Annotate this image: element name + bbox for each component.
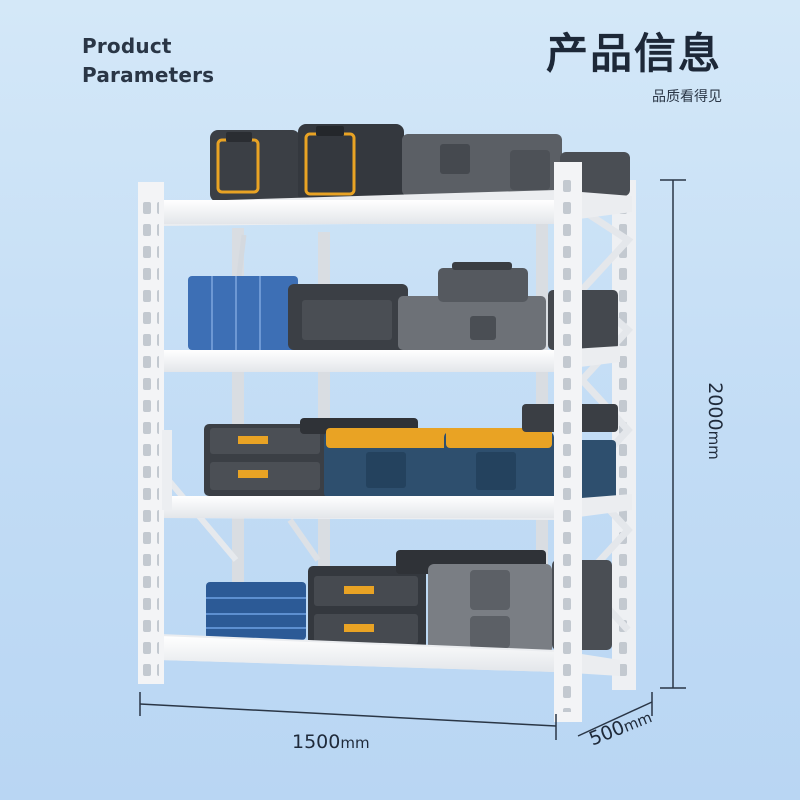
height-dimension-label: 2000mm	[704, 382, 726, 460]
tool-case-dark	[210, 130, 300, 202]
width-value: 1500	[292, 731, 341, 753]
chinese-title: 产品信息	[545, 29, 722, 78]
parts-organizer-blue	[188, 276, 298, 350]
dimension-lines	[139, 179, 686, 740]
english-title-line1: Product	[82, 34, 172, 58]
parts-organizer-blue	[206, 582, 306, 640]
height-unit: mm	[704, 430, 723, 460]
height-value: 2000	[703, 382, 726, 431]
width-unit: mm	[340, 734, 370, 752]
english-title: Product Parameters	[82, 32, 214, 90]
top-shelf-items	[210, 124, 630, 202]
tool-case-dark	[298, 124, 404, 202]
second-shelf-items	[188, 262, 618, 350]
chinese-subtitle: 品质看得见	[652, 89, 722, 105]
english-title-line2: Parameters	[82, 63, 215, 87]
front-frame	[138, 162, 582, 722]
width-dimension-label: 1500mm	[292, 731, 370, 753]
third-shelf-items	[204, 404, 618, 502]
